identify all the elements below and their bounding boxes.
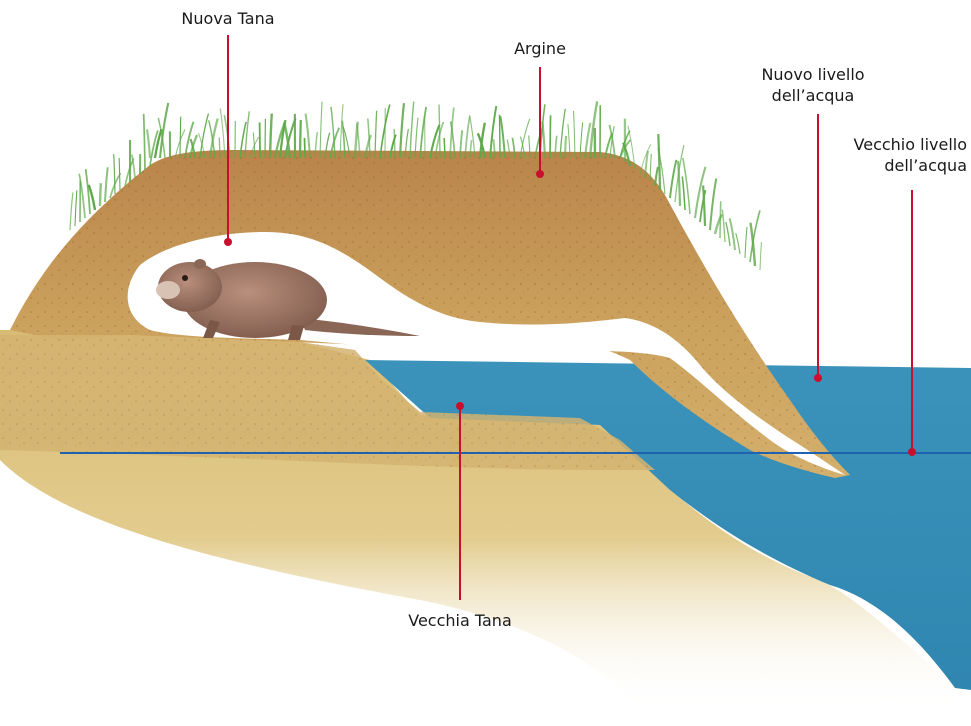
dot-argine — [536, 170, 544, 178]
grass-blade — [304, 138, 305, 158]
dot-vecchio-livello — [908, 448, 916, 456]
grass-blade — [760, 242, 761, 270]
dot-nuovo-livello — [814, 374, 822, 382]
grass-blade — [300, 120, 301, 158]
grass-blade — [745, 227, 747, 258]
grass-blade — [394, 129, 395, 158]
grass-blade — [720, 201, 721, 238]
grass-blade — [180, 117, 181, 158]
grass-blade — [736, 233, 740, 254]
grass-blade — [105, 167, 108, 202]
grass-blade — [400, 103, 404, 158]
label-vecchio-livello: Vecchio livello dell’acqua — [830, 134, 967, 176]
grass-blade — [565, 136, 566, 158]
grass-blade — [722, 210, 725, 242]
grass-blade — [100, 183, 101, 206]
label-nuovo-livello-line2: dell’acqua — [748, 85, 878, 106]
dot-vecchia-tana — [456, 402, 464, 410]
grass-blade — [410, 102, 414, 158]
label-vecchia-tana: Vecchia Tana — [395, 610, 525, 631]
grass-blade — [144, 114, 145, 170]
label-vecchio-livello-line2: dell’acqua — [830, 155, 967, 176]
grass-blade — [147, 129, 150, 158]
grass-blade — [75, 190, 77, 226]
grass-blade — [219, 137, 220, 158]
grass-blade — [444, 138, 445, 158]
grass-blade — [658, 134, 660, 190]
grass-blade — [439, 104, 440, 158]
grass-blade — [132, 155, 135, 178]
label-nuova-tana: Nuova Tana — [168, 8, 288, 29]
grass-blade — [86, 169, 90, 214]
label-nuovo-livello: Nuovo livello dell’acqua — [748, 64, 878, 106]
label-argine: Argine — [490, 38, 590, 59]
grass-blade — [70, 192, 73, 230]
grass-blade — [682, 176, 685, 210]
grass-blade — [499, 115, 500, 158]
grass-blade — [119, 158, 120, 190]
grass-blade — [574, 111, 575, 158]
label-vecchio-livello-line1: Vecchio livello — [830, 134, 967, 155]
grass-blade — [726, 222, 730, 246]
grass-blade — [550, 115, 551, 158]
grass-blade — [320, 102, 322, 158]
label-nuovo-livello-line1: Nuovo livello — [748, 64, 878, 85]
grass-blade — [710, 179, 716, 230]
dot-nuova-tana — [224, 238, 232, 246]
